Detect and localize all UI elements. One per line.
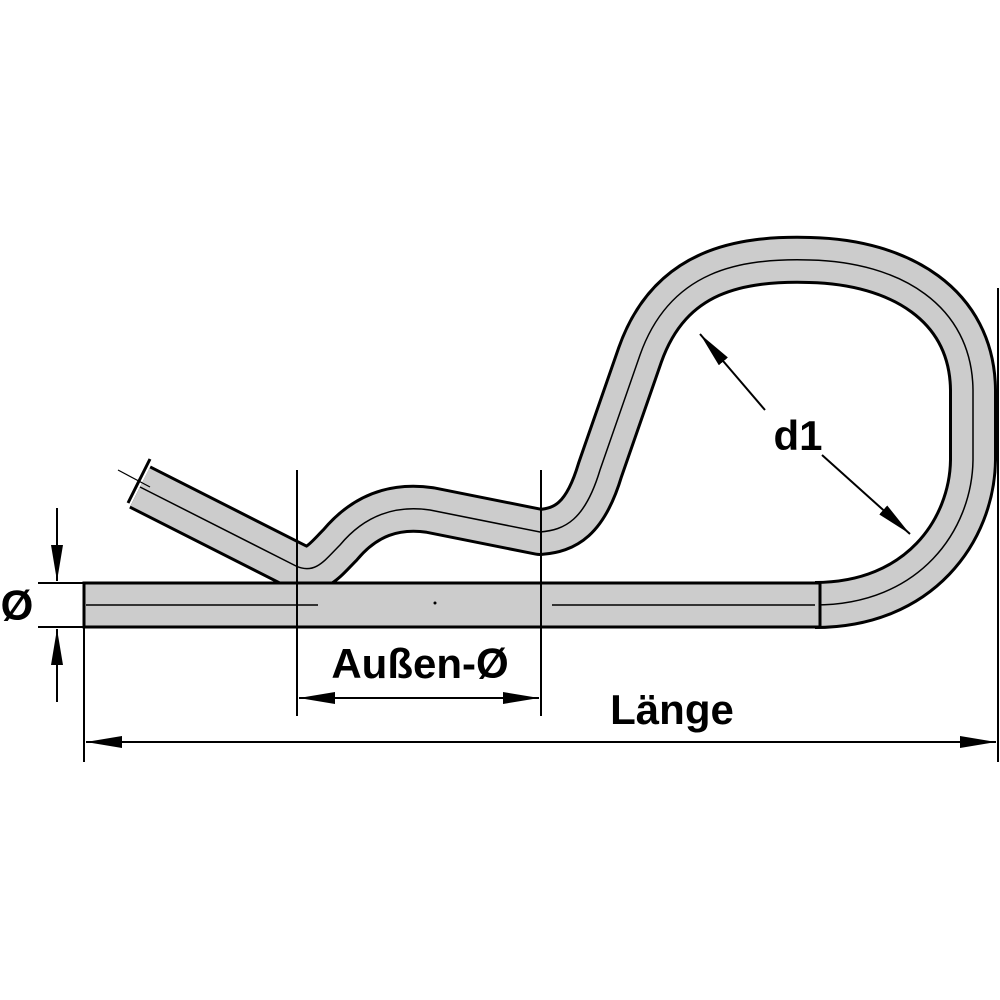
length-label: Länge	[610, 686, 734, 733]
length-dimension: Länge	[86, 686, 996, 748]
outer-diameter-label: Außen-Ø	[331, 640, 508, 687]
outer-diameter-dimension: Außen-Ø	[299, 640, 539, 704]
loop-diameter-dimension: d1	[699, 333, 911, 535]
clip-straight-leg	[82, 581, 822, 629]
clip-upper-leg	[117, 235, 997, 629]
wire-diameter-dimension: Ø	[1, 508, 63, 702]
extension-lines	[38, 288, 999, 762]
loop-diameter-label: d1	[773, 412, 822, 459]
diameter-label: Ø	[1, 582, 34, 629]
